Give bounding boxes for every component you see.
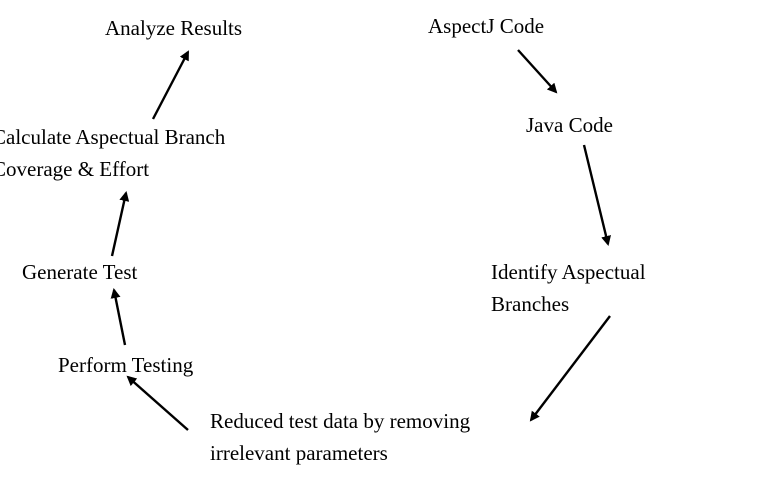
node-aspectj-code-label: AspectJ Code [428,14,545,38]
node-calculate-line-1: Calculate Aspectual Branch [0,125,226,149]
arrow-java-to-identify [582,144,611,246]
node-calculate-coverage: Calculate Aspectual Branch Coverage & Ef… [0,121,225,185]
node-identify-aspectual-branches: Identify Aspectual Branches [491,256,646,320]
node-java-code-label: Java Code [526,113,613,137]
node-reduced-line-1: Reduced test data by removing [210,409,471,433]
node-perform-testing: Perform Testing [58,349,193,381]
node-reduced-line-2: irrelevant parameters [210,441,388,465]
node-analyze-results-label: Analyze Results [105,16,243,40]
node-identify-line-2: Branches [491,292,570,316]
arrow-calculate-to-analyze [151,50,190,120]
arrow-perform-to-generate [110,288,127,346]
node-generate-test-label: Generate Test [22,260,138,284]
node-calculate-line-2: Coverage & Effort [0,157,150,181]
node-identify-line-1: Identify Aspectual [491,260,646,284]
node-aspectj-code: AspectJ Code [428,10,544,42]
node-generate-test: Generate Test [22,256,137,288]
arrow-aspectj-to-java [517,49,558,94]
node-reduced-test-data: Reduced test data by removing irrelevant… [210,405,470,469]
node-java-code: Java Code [526,109,613,141]
arrow-identify-to-reduced [529,315,611,422]
node-analyze-results: Analyze Results [105,12,242,44]
arrow-reduced-to-perform [126,375,189,431]
node-perform-testing-label: Perform Testing [58,353,194,377]
arrow-generate-to-calculate [110,191,130,257]
